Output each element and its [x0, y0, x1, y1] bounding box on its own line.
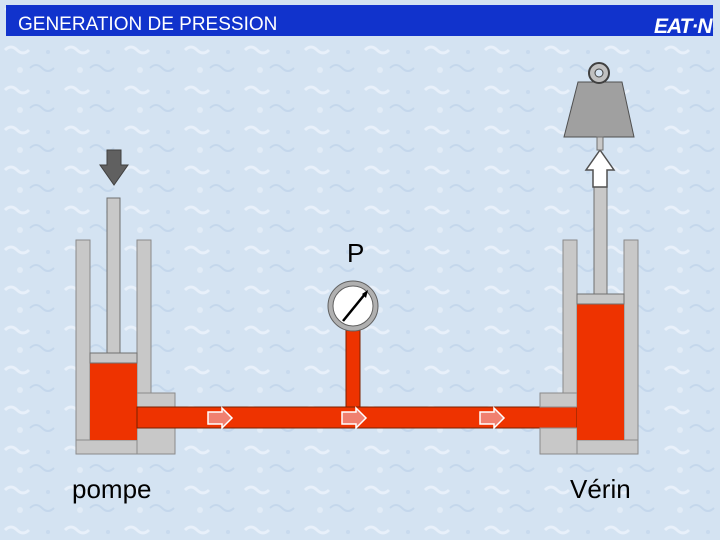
pump-fluid: [90, 363, 137, 440]
pressure-gauge-icon: [327, 280, 379, 332]
verin-rod: [593, 184, 608, 295]
brand-logo: EAT·N: [654, 15, 713, 38]
verin-piston: [576, 293, 625, 305]
down-arrow-icon: [99, 149, 129, 186]
title-bar: GENERATION DE PRESSION EAT·N: [6, 5, 713, 38]
pump-label: pompe: [72, 474, 152, 504]
pump-cylinder: [75, 197, 176, 455]
flow-arrow-icon: [207, 406, 506, 430]
cylinder-label: Vérin: [570, 474, 631, 504]
weight-icon: [563, 62, 635, 151]
verin-cylinder: [539, 184, 639, 455]
page-title: GENERATION DE PRESSION: [18, 14, 278, 35]
gauge-label: P: [347, 238, 365, 268]
up-arrow-icon: [584, 148, 616, 188]
gauge-line: [345, 329, 361, 408]
verin-fluid: [577, 304, 624, 440]
pump-rod: [106, 197, 121, 354]
pump-piston: [89, 352, 138, 364]
